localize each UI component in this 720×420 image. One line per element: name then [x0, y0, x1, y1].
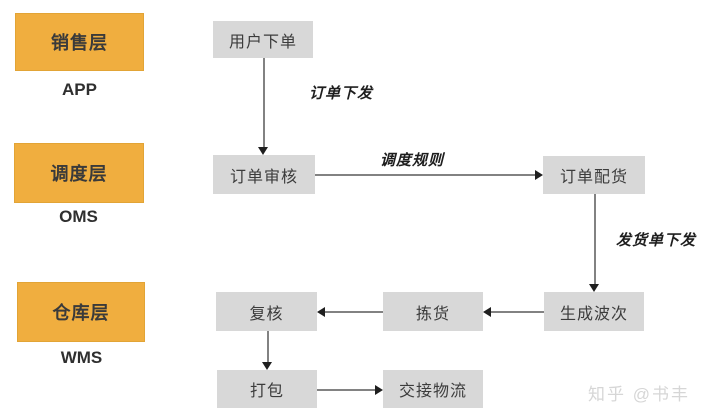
edge-line-picking-to-recheck [324, 311, 383, 313]
system-label-app: APP [62, 80, 97, 99]
arrowhead-left-icon [483, 307, 491, 317]
edge-line-wave-to-picking [490, 311, 544, 313]
arrowhead-down-icon [589, 284, 599, 292]
layer-box-warehouse: 仓库层 [17, 282, 145, 342]
flow-node-packing: 打包 [217, 370, 317, 408]
arrowhead-down-icon [258, 147, 268, 155]
edge-line-allocation-to-wave [594, 194, 596, 284]
layer-label-dispatch: 调度层 [50, 164, 108, 184]
flow-node-order-allocation: 订单配货 [543, 156, 645, 194]
arrowhead-right-icon [535, 170, 543, 180]
edge-label-order-dispatch: 订单下发 [309, 85, 374, 102]
layer-box-dispatch: 调度层 [14, 143, 144, 203]
zhihu-watermark: 知乎 @书丰 [588, 385, 690, 404]
layer-label-sales: 销售层 [51, 33, 108, 53]
layer-box-sales: 销售层 [15, 13, 144, 71]
arrowhead-down-icon [262, 362, 272, 370]
arrowhead-left-icon [317, 307, 325, 317]
edge-label-dispatch-rules: 调度规则 [380, 152, 445, 169]
layer-label-warehouse: 仓库层 [52, 303, 110, 323]
edge-line-recheck-to-packing [267, 331, 269, 363]
flow-node-user-order: 用户下单 [213, 21, 313, 58]
edge-line-packing-to-handover [317, 389, 376, 391]
system-label-oms: OMS [59, 207, 98, 226]
flow-node-recheck: 复核 [216, 292, 317, 331]
flow-node-picking: 拣货 [383, 292, 483, 331]
system-label-wms: WMS [60, 348, 103, 367]
flow-node-wave-generation: 生成波次 [544, 292, 644, 331]
flow-node-logistics-handover: 交接物流 [383, 370, 483, 408]
edge-line-review-to-allocation [315, 174, 536, 176]
edge-line-user-order-to-review [263, 58, 265, 148]
arrowhead-right-icon [375, 385, 383, 395]
flow-node-order-review: 订单审核 [213, 155, 315, 194]
edge-label-shipping-dispatch: 发货单下发 [616, 232, 697, 249]
